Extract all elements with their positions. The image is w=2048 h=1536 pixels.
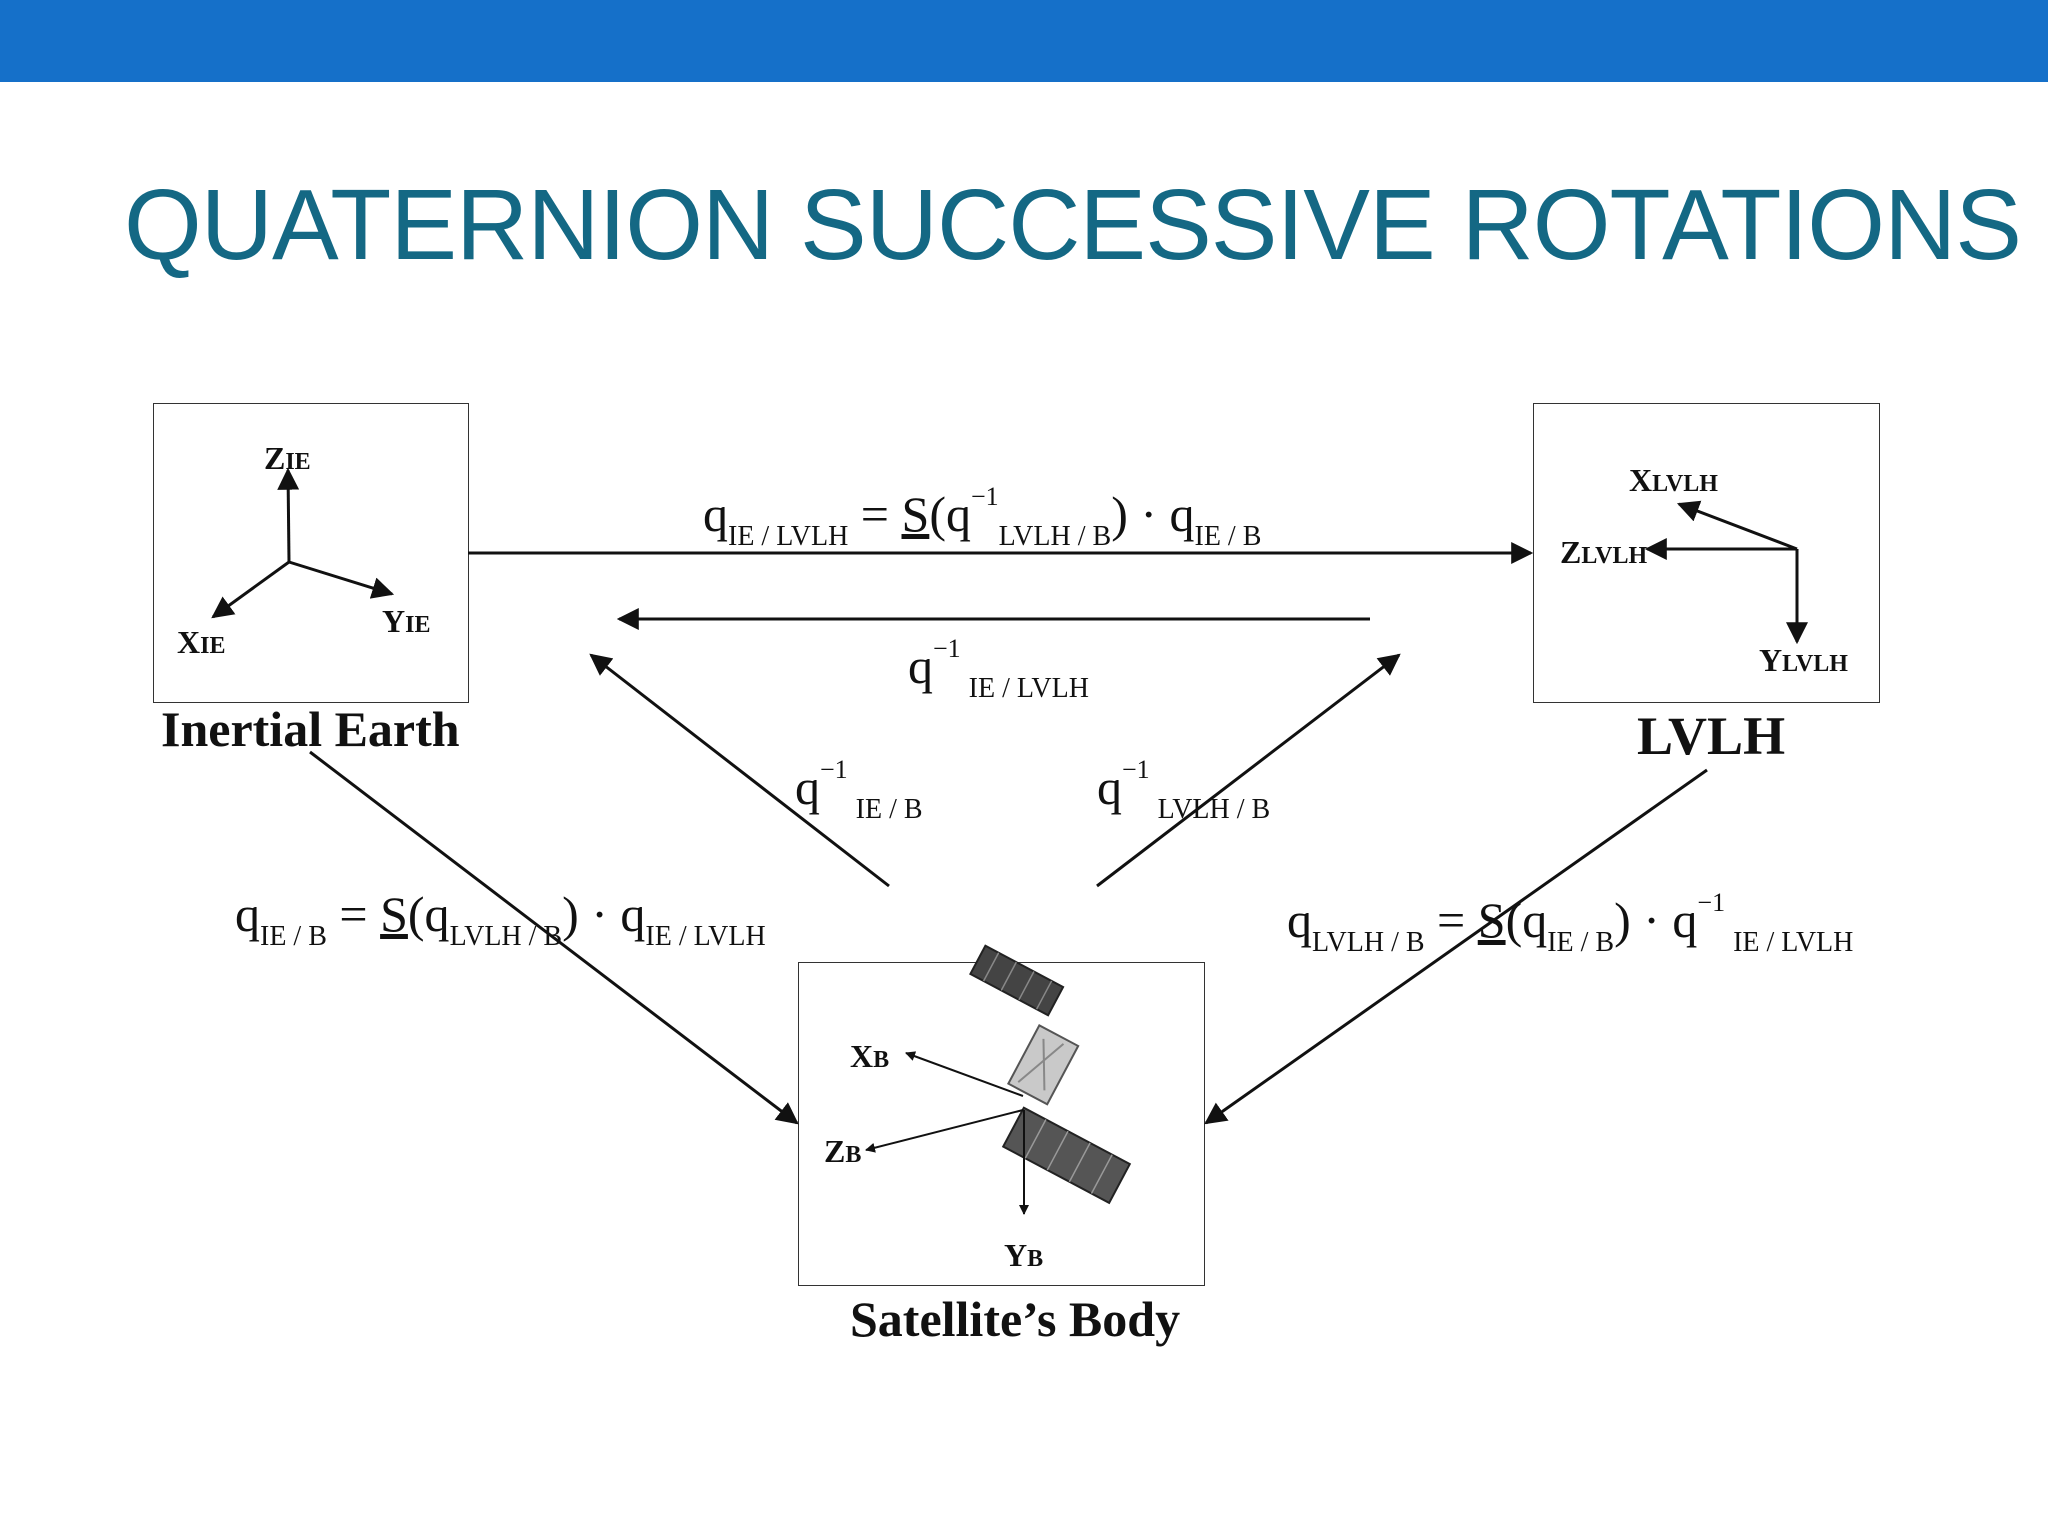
satellite-body-box <box>798 962 1205 1286</box>
equation-q-lvlh-b: qLVLH / B = S(qIE / B) · q−1IE / LVLH <box>1287 888 1854 958</box>
arrow-body-to-lvlh <box>1096 653 1401 888</box>
z-b-label: ZB <box>824 1133 862 1169</box>
z-ie-label: ZIE <box>264 440 311 476</box>
y-b-label: YB <box>1004 1237 1044 1273</box>
slide-title: QUATERNION SUCCESSIVE ROTATIONS <box>124 169 2022 281</box>
satellite-body-label: Satellite’s Body <box>850 1291 1181 1347</box>
x-lvlh-label: XLVLH <box>1629 462 1718 498</box>
inertial-earth-box <box>153 403 469 703</box>
equation-q-ie-lvlh: qIE / LVLH = S(q−1LVLH / B) · qIE / B <box>703 482 1262 552</box>
x-lvlh-axis <box>1676 500 1798 551</box>
z-lvlh-label: ZLVLH <box>1560 534 1648 570</box>
lvlh-label: LVLH <box>1637 706 1786 766</box>
equation-q-ie-b-inverse: q−1IE / B <box>795 755 923 825</box>
arrow-ie-to-body <box>309 750 799 1125</box>
inertial-earth-label: Inertial Earth <box>161 701 460 757</box>
lvlh-box <box>1533 403 1880 703</box>
y-ie-label: YIE <box>382 603 431 639</box>
z-b-axis <box>865 1109 1024 1153</box>
equation-q-ie-lvlh-inverse: q−1IE / LVLH <box>908 634 1089 704</box>
x-ie-label: XIE <box>177 624 226 660</box>
top-bar <box>0 0 2048 82</box>
equation-q-ie-b: qIE / B = S(qLVLH / B) · qIE / LVLH <box>235 886 766 952</box>
x-ie-axis <box>211 560 290 619</box>
y-lvlh-label: YLVLH <box>1759 642 1848 678</box>
z-ie-axis <box>277 467 300 563</box>
x-b-label: XB <box>850 1038 890 1074</box>
x-b-axis <box>905 1051 1024 1097</box>
y-ie-axis <box>288 560 395 599</box>
equation-q-lvlh-b-inverse: q−1LVLH / B <box>1097 755 1271 825</box>
arrow-lvlh-to-body <box>1204 768 1708 1125</box>
satellite-image <box>969 944 1132 1205</box>
arrow-body-to-ie <box>589 653 890 888</box>
